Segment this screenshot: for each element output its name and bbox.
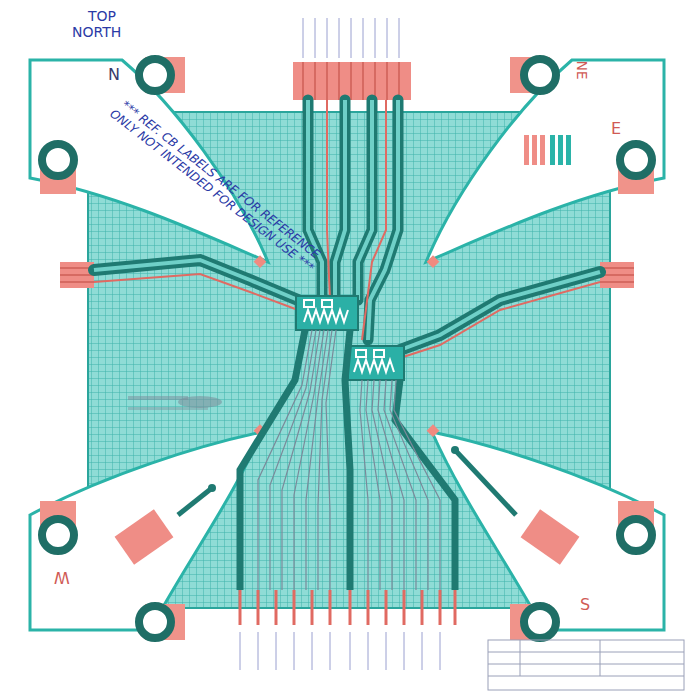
- title-word: NORTH: [72, 24, 121, 40]
- compass-letter: NE: [574, 60, 590, 79]
- compass-letter: E: [611, 120, 621, 138]
- compass-letter: W: [54, 568, 70, 586]
- title-word: TOP: [88, 8, 116, 24]
- compass-letter: N: [108, 66, 120, 84]
- compass-letter: S: [580, 596, 590, 614]
